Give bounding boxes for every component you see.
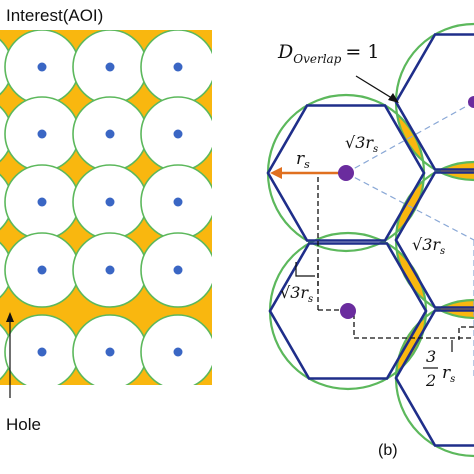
sensor-circle-grid [0, 30, 212, 385]
overlap-lens [437, 162, 474, 180]
sensor-center-dot [338, 165, 354, 181]
sensor-dot [37, 347, 47, 357]
radius-label: rs [296, 149, 310, 171]
panel-b-label: (b) [378, 442, 398, 459]
overlap-lens [396, 250, 426, 301]
hexagon-cell [394, 171, 474, 309]
three-halves-label: 3 2 rs [423, 347, 455, 390]
fraction-r: rs [442, 363, 455, 385]
sensor-dot [173, 62, 183, 72]
dimension-line-horizontal [318, 309, 474, 339]
hexagon-cell [266, 104, 426, 242]
sensor-dot [37, 197, 47, 207]
sqrt3-label-top: √3rs [345, 133, 378, 155]
panel-a: Interest(AOI) Hole [0, 6, 212, 434]
dimension-line-vertical [317, 172, 346, 290]
dimension-lines [295, 172, 474, 352]
sqrt3-label-left: √3rs [280, 283, 313, 305]
center-connection-line [345, 172, 474, 241]
sensor-dot [37, 62, 47, 72]
sensor-dot [173, 347, 183, 357]
center-connection-lines [345, 101, 474, 378]
sensor-dot [173, 129, 183, 139]
sensor-dot [37, 265, 47, 275]
panel-b: DOverlap= 1 rs √3rs √3rs √3rs 3 2 rs (b) [266, 22, 474, 459]
sensor-dot [173, 197, 183, 207]
overlap-pointer-arrow [355, 75, 399, 103]
hexagon-cell [394, 33, 474, 171]
sensor-dot [37, 129, 47, 139]
sensor-center-dot [340, 303, 356, 319]
hole-pointer-arrow [6, 312, 14, 398]
sensor-dot [105, 197, 115, 207]
overlap-lens [396, 316, 426, 373]
sensor-dot [105, 129, 115, 139]
center-connection-line [345, 101, 474, 174]
fraction-numerator: 3 [426, 347, 436, 366]
hole-label: Hole [6, 415, 41, 434]
sensor-dot [173, 265, 183, 275]
sensor-center-dot [468, 96, 474, 108]
radius-arrow [270, 167, 346, 179]
sensor-dot [105, 62, 115, 72]
hexagon-cell [268, 242, 428, 380]
coverage-circle [394, 22, 474, 182]
fraction-denominator: 2 [425, 371, 436, 390]
overlap-lens [437, 300, 474, 318]
aoi-label: Interest(AOI) [6, 6, 103, 25]
overlap-label: DOverlap= 1 [277, 41, 379, 66]
dimension-tick-left [295, 262, 315, 277]
dimension-line-right [458, 326, 474, 340]
sqrt3-label-middle: √3rs [412, 235, 445, 257]
hexagon-cell [394, 309, 474, 447]
sensor-dot [105, 347, 115, 357]
sensor-dot [105, 265, 115, 275]
hexagon-cells [266, 33, 474, 447]
